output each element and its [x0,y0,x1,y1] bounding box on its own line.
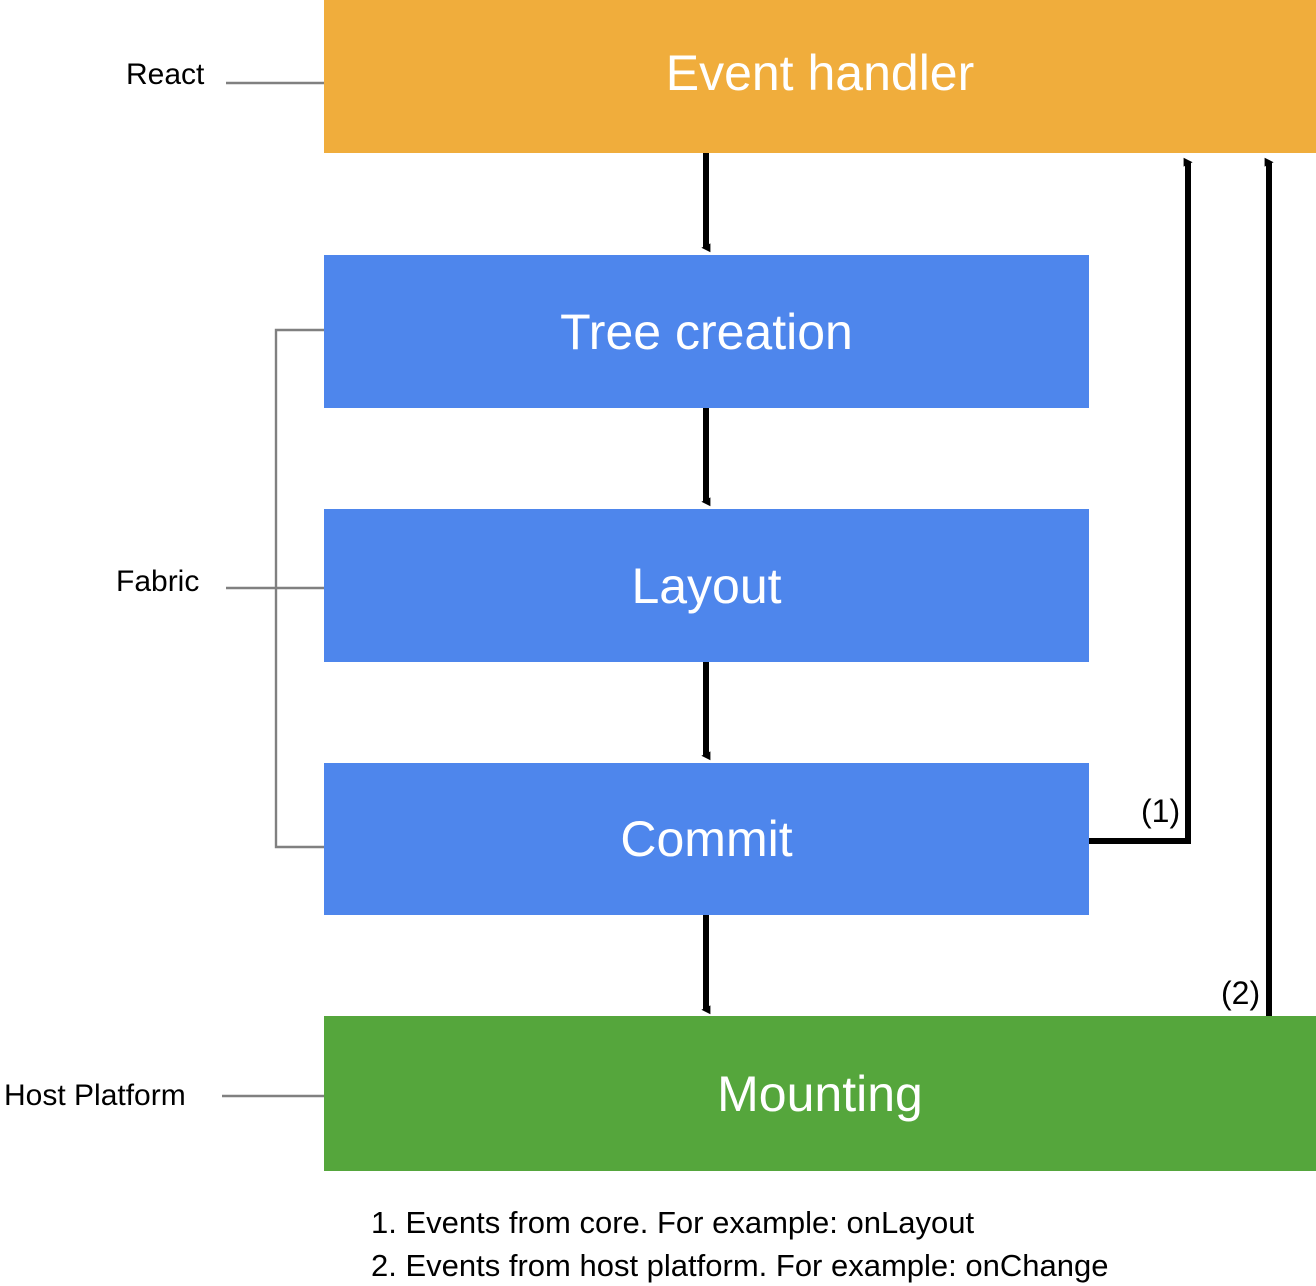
footnote-2: 2. Events from host platform. For exampl… [371,1248,1109,1283]
group-label-react: React [126,58,205,91]
feedback-arrow-1 [1089,157,1193,844]
group-label-host-platform: Host Platform [4,1079,186,1112]
box-layout[interactable]: Layout [324,509,1089,662]
feedback-marker-2: (2) [1221,975,1261,1011]
box-tree-creation-label: Tree creation [560,303,853,360]
box-mounting-label: Mounting [717,1065,923,1122]
box-commit[interactable]: Commit [324,763,1089,915]
footnote-1: 1. Events from core. For example: onLayo… [371,1205,975,1240]
group-label-fabric: Fabric [116,565,200,598]
box-layout-label: Layout [631,557,782,614]
box-tree-creation[interactable]: Tree creation [324,255,1089,408]
box-event-handler-label: Event handler [665,44,975,101]
feedback-marker-1: (1) [1141,793,1181,829]
fabric-bracket [226,328,325,849]
box-mounting[interactable]: Mounting [324,1016,1316,1171]
box-commit-label: Commit [620,811,793,867]
box-event-handler[interactable]: Event handler [324,0,1316,153]
